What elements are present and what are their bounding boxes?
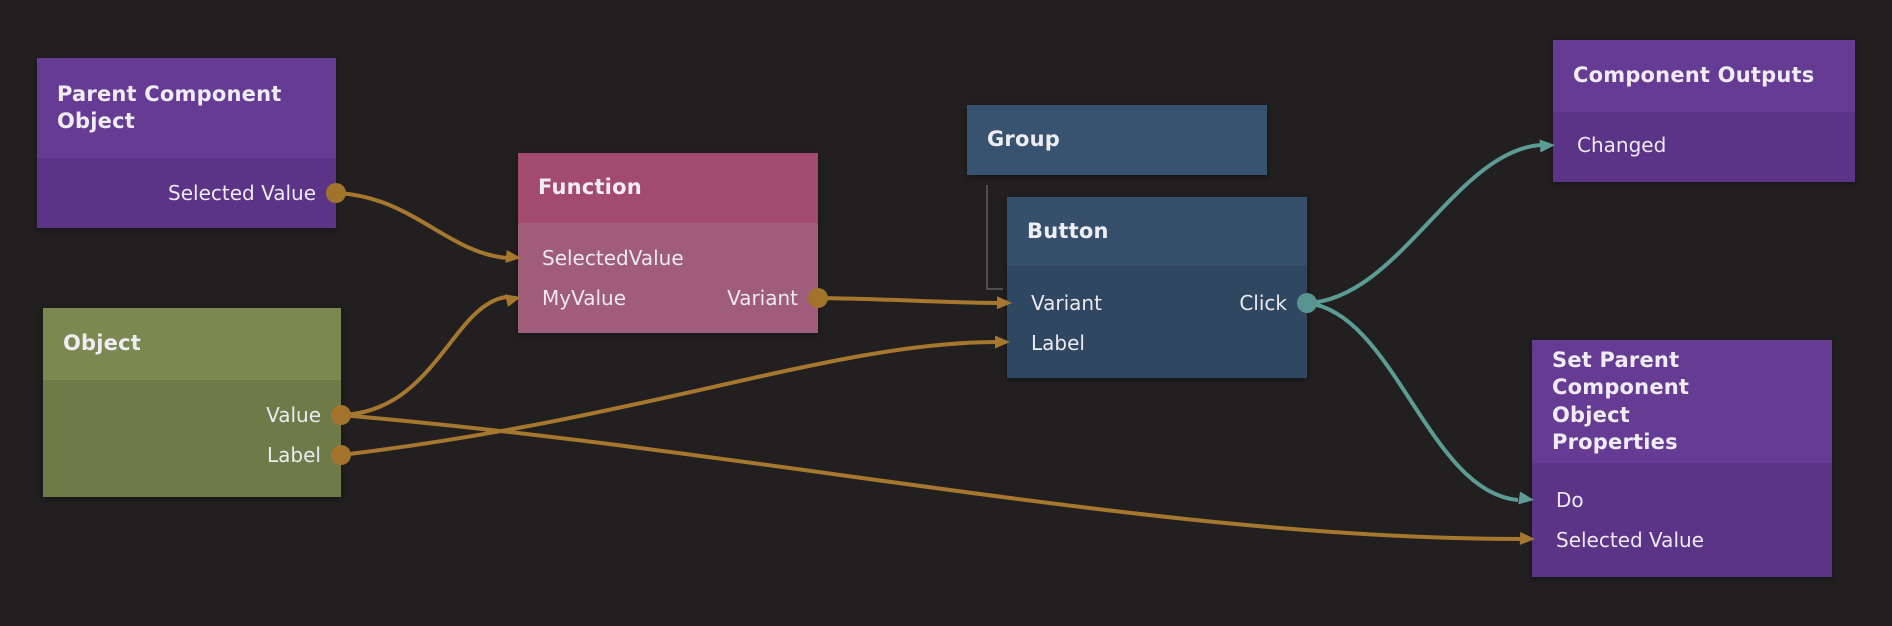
input-port-do[interactable]: Do	[1532, 480, 1832, 520]
output-port-selected-value[interactable]: Selected Value	[37, 173, 336, 213]
port-label: Value	[266, 403, 321, 427]
wire-object-label-to-button-label[interactable]	[340, 340, 996, 457]
port-label: SelectedValue	[542, 246, 684, 270]
node-body: Do Selected Value	[1532, 463, 1832, 577]
port-label: Changed	[1577, 133, 1667, 157]
node-body: Value Label	[43, 380, 341, 497]
node-group[interactable]: Group	[967, 105, 1267, 175]
node-header[interactable]: Component Outputs	[1553, 40, 1855, 112]
port-row-myvalue-variant[interactable]: MyValue Variant	[518, 278, 818, 318]
input-port-changed[interactable]: Changed	[1553, 125, 1855, 165]
node-header[interactable]: Function	[518, 153, 818, 223]
node-title: Function	[538, 175, 642, 200]
port-label: Selected Value	[1556, 528, 1704, 552]
node-parent-component-object[interactable]: Parent Component Object Selected Value	[37, 58, 336, 228]
output-port-label-variant: Variant	[727, 286, 798, 310]
wire-object-value-to-setparent-selected-value[interactable]	[340, 413, 1521, 541]
port-label: Do	[1556, 488, 1584, 512]
node-header[interactable]: Button	[1007, 197, 1307, 266]
node-title: Button	[1027, 218, 1109, 243]
port-label: Selected Value	[168, 181, 316, 205]
node-title: Set Parent Component Object Properties	[1552, 347, 1690, 454]
input-port-label-variant: Variant	[1031, 291, 1102, 315]
node-title: Component Outputs	[1573, 63, 1815, 88]
output-port-label-click: Click	[1239, 291, 1287, 315]
input-port-label-myvalue: MyValue	[542, 286, 627, 310]
node-object[interactable]: Object Value Label	[43, 308, 341, 497]
group-button-hierarchy-line	[986, 185, 1003, 290]
wire-button-click-to-setparent-do[interactable]	[1306, 301, 1519, 502]
node-header[interactable]: Object	[43, 308, 341, 380]
node-title: Parent Component Object	[57, 81, 282, 133]
node-body: Variant Click Label	[1007, 266, 1307, 378]
output-port-value[interactable]: Value	[43, 395, 341, 435]
wire-function-variant-to-button-variant[interactable]	[817, 296, 998, 305]
node-component-outputs[interactable]: Component Outputs Changed	[1553, 40, 1855, 182]
node-body: SelectedValue MyValue Variant	[518, 223, 818, 333]
node-button[interactable]: Button Variant Click Label	[1007, 197, 1307, 378]
input-port-selectedvalue[interactable]: SelectedValue	[518, 238, 818, 278]
node-title: Object	[63, 331, 142, 356]
node-body: Selected Value	[37, 158, 336, 228]
port-label: Label	[267, 443, 321, 467]
input-port-selected-value[interactable]: Selected Value	[1532, 520, 1832, 560]
node-title: Group	[987, 127, 1061, 152]
wire-object-value-to-function-myvalue[interactable]	[340, 295, 507, 417]
node-header[interactable]: Set Parent Component Object Properties	[1532, 340, 1832, 463]
port-row-variant-click[interactable]: Variant Click	[1007, 283, 1307, 323]
node-header[interactable]: Parent Component Object	[37, 58, 336, 158]
output-port-label[interactable]: Label	[43, 435, 341, 475]
port-label: Label	[1031, 331, 1085, 355]
node-header[interactable]: Group	[967, 105, 1267, 175]
node-function[interactable]: Function SelectedValue MyValue Variant	[518, 153, 818, 333]
node-set-parent-component-object-properties[interactable]: Set Parent Component Object Properties D…	[1532, 340, 1832, 577]
node-body: Changed	[1553, 112, 1855, 182]
input-port-label2[interactable]: Label	[1007, 323, 1307, 363]
wire-button-click-to-componentoutputs-changed[interactable]	[1306, 143, 1541, 305]
wire-parent-selectedvalue-to-function-selectedvalue[interactable]	[335, 191, 509, 260]
